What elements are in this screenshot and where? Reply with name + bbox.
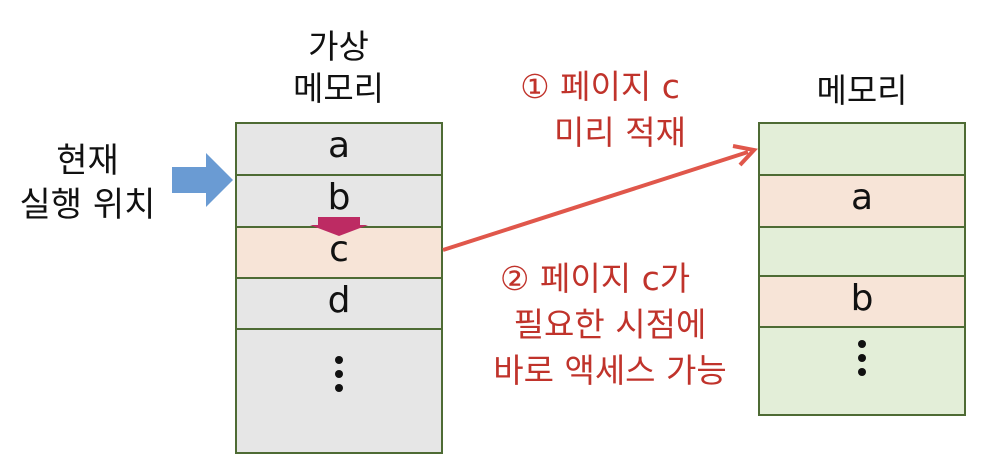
annotation-line: 미리 적재 [554, 113, 686, 152]
title-line: 메모리 [292, 69, 385, 108]
step2-annotation: ② 페이지 c가 필요한 시점에 바로 액세스 가능 [455, 256, 765, 394]
frame-label: a [850, 177, 874, 218]
ellipsis-icon [858, 328, 866, 376]
annotation-line: ① 페이지 c [520, 67, 680, 106]
ellipsis-icon [335, 330, 343, 392]
physical-memory-title: 메모리 [816, 71, 908, 110]
annotation-line: 필요한 시점에 [513, 305, 707, 344]
frame-empty [760, 124, 964, 176]
virtual-memory-title: 가상 메모리 [236, 26, 441, 110]
annotation-line: 바로 액세스 가능 [493, 351, 727, 390]
virtual-page-more [237, 328, 441, 452]
title-line: 가상 [308, 27, 369, 66]
frame-empty [760, 226, 964, 276]
next-page-arrow-icon [310, 217, 368, 236]
virtual-page-b: b [237, 174, 441, 227]
step1-annotation: ① 페이지 c 미리 적재 [470, 64, 730, 156]
prefetch-arrow-line [442, 150, 749, 252]
frame-a: a [760, 174, 964, 227]
annotation-line: ② 페이지 c가 [499, 259, 691, 298]
current-position-label: 현재 실행 위치 [0, 140, 175, 226]
virtual-page-a: a [237, 124, 441, 176]
virtual-page-d: d [237, 277, 441, 329]
frame-more [760, 326, 964, 414]
label-line: 현재 [56, 141, 119, 181]
physical-memory-box: a b [758, 122, 966, 416]
current-position-arrow-icon [172, 153, 233, 207]
page-label: b [327, 177, 351, 218]
frame-label: b [850, 278, 874, 319]
frame-b: b [760, 275, 964, 327]
page-label: c [329, 229, 349, 270]
page-label: d [327, 280, 351, 321]
prefetch-arrow-head-icon [732, 144, 758, 167]
page-label: a [327, 125, 351, 166]
virtual-memory-box: a b c d [235, 122, 443, 454]
label-line: 실행 위치 [19, 185, 156, 225]
